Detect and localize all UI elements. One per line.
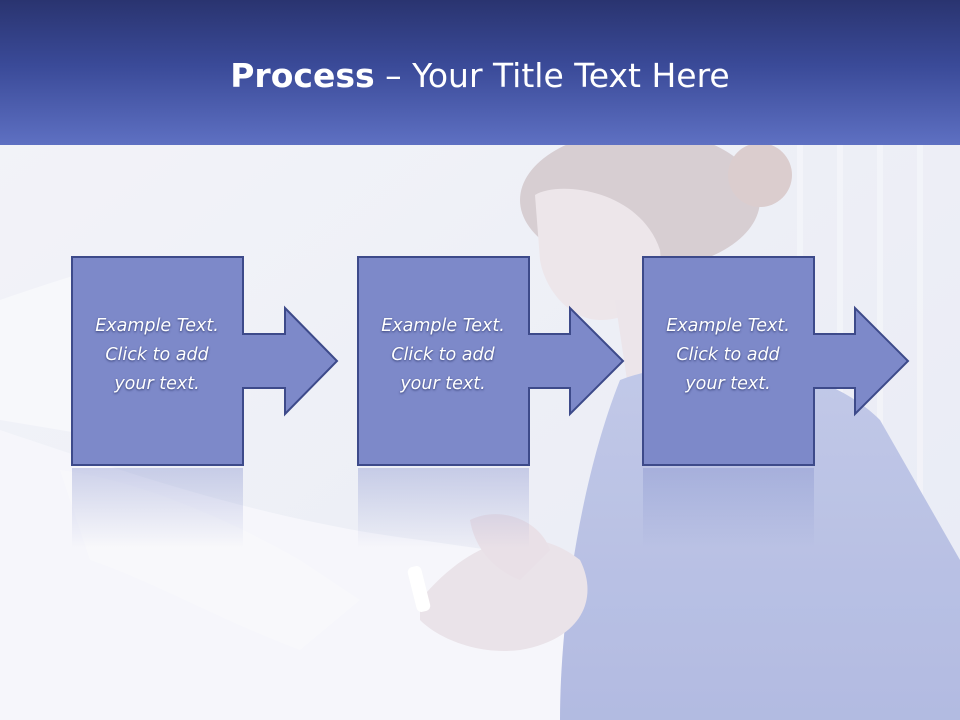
step-line: Example Text. xyxy=(381,316,505,336)
step-line: Example Text. xyxy=(666,316,790,336)
process-step-3[interactable]: Example Text. Click to add your text. xyxy=(642,256,908,566)
step-line: your text. xyxy=(685,374,771,394)
step-line: Click to add xyxy=(676,345,780,365)
process-step-shape xyxy=(357,256,530,548)
step-line: Click to add xyxy=(391,345,495,365)
step-line: your text. xyxy=(114,374,200,394)
arrow-right-icon xyxy=(813,305,910,417)
arrow-right-icon xyxy=(528,305,625,417)
step-line: Example Text. xyxy=(95,316,219,336)
process-step-text: Example Text. Click to add your text. xyxy=(642,312,814,399)
process-step-shape xyxy=(642,256,815,548)
process-step-text: Example Text. Click to add your text. xyxy=(357,312,529,399)
process-step-shape xyxy=(71,256,244,548)
title-bar xyxy=(0,0,960,145)
step-line: your text. xyxy=(400,374,486,394)
process-step-2[interactable]: Example Text. Click to add your text. xyxy=(357,256,623,566)
process-step-text: Example Text. Click to add your text. xyxy=(71,312,243,399)
title-bold-text: Process xyxy=(230,56,375,95)
page-title[interactable]: Process – Your Title Text Here xyxy=(0,56,960,96)
step-line: Click to add xyxy=(105,345,209,365)
arrow-right-icon xyxy=(242,305,339,417)
title-light-text: – Your Title Text Here xyxy=(374,56,730,95)
process-step-1[interactable]: Example Text. Click to add your text. xyxy=(71,256,337,566)
